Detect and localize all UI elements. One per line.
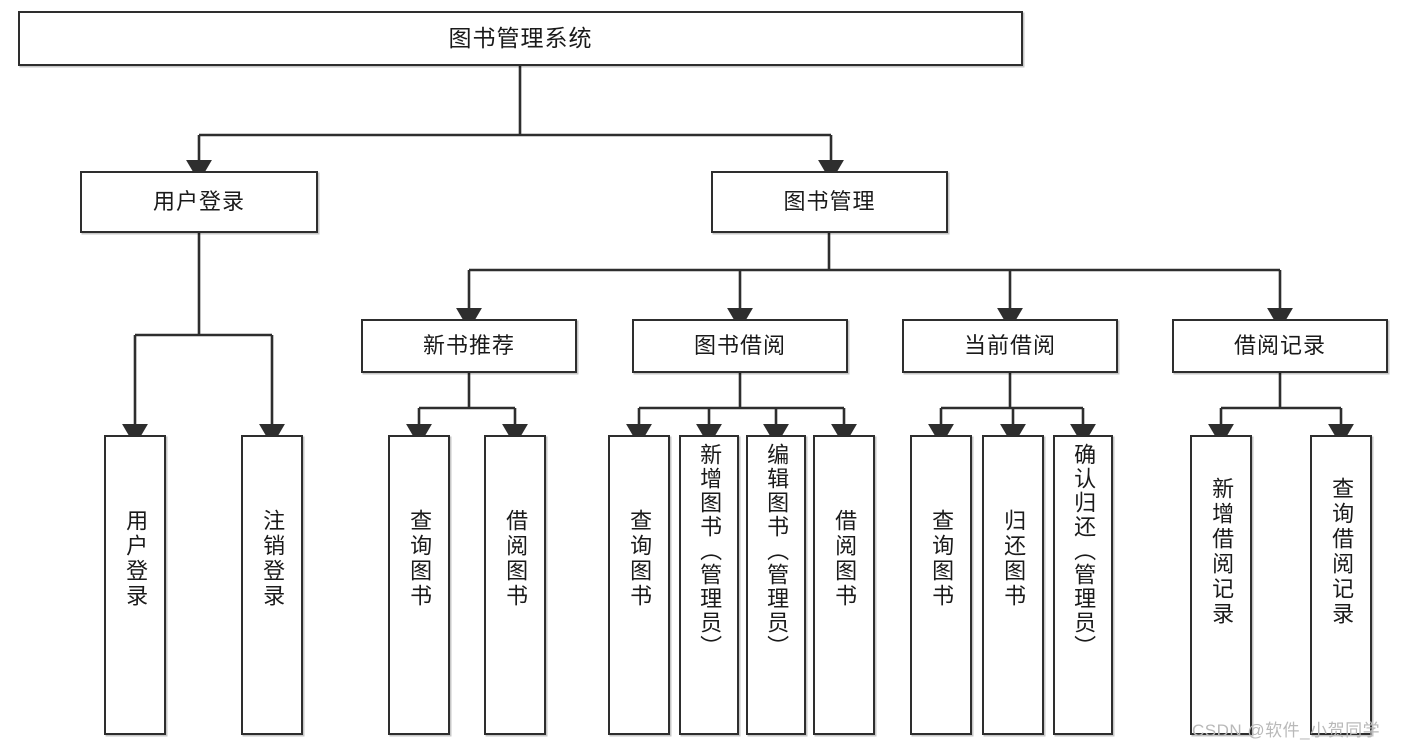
node-root[interactable]: 图书管理系统 <box>18 11 1023 66</box>
node-current-borrow[interactable]: 当前借阅 <box>902 319 1118 373</box>
leaf-borrow-book-1[interactable]: 借阅图书 <box>484 435 546 735</box>
node-book-manage[interactable]: 图书管理 <box>711 171 948 233</box>
node-book-manage-label: 图书管理 <box>783 188 876 214</box>
leaf-query-record-label: 查询借阅记录 <box>1329 477 1355 627</box>
leaf-add-record[interactable]: 新增借阅记录 <box>1190 435 1252 735</box>
node-user-login-label: 用户登录 <box>152 188 245 214</box>
leaf-confirm-return-label: 确认归还（管理员） <box>1071 443 1097 659</box>
leaf-user-login-label: 用户登录 <box>123 509 149 609</box>
node-borrow-record-label: 借阅记录 <box>1233 332 1326 358</box>
node-borrow-record[interactable]: 借阅记录 <box>1172 319 1388 373</box>
leaf-add-book[interactable]: 新增图书（管理员） <box>679 435 739 735</box>
node-current-borrow-label: 当前借阅 <box>963 332 1056 358</box>
node-user-login[interactable]: 用户登录 <box>80 171 318 233</box>
node-book-borrow-label: 图书借阅 <box>693 332 786 358</box>
node-new-book-rec-label: 新书推荐 <box>422 332 515 358</box>
node-new-book-rec[interactable]: 新书推荐 <box>361 319 577 373</box>
leaf-return-book-label: 归还图书 <box>1001 509 1027 609</box>
leaf-borrow-book-2[interactable]: 借阅图书 <box>813 435 875 735</box>
leaf-query-book-2-label: 查询图书 <box>627 509 653 609</box>
leaf-query-book-3[interactable]: 查询图书 <box>910 435 972 735</box>
node-root-label: 图书管理系统 <box>448 24 593 51</box>
leaf-query-book-1-label: 查询图书 <box>407 509 433 609</box>
leaf-query-book-1[interactable]: 查询图书 <box>388 435 450 735</box>
leaf-borrow-book-1-label: 借阅图书 <box>503 509 529 609</box>
leaf-borrow-book-2-label: 借阅图书 <box>832 509 858 609</box>
leaf-user-login[interactable]: 用户登录 <box>104 435 166 735</box>
node-book-borrow[interactable]: 图书借阅 <box>632 319 848 373</box>
leaf-user-logout-label: 注销登录 <box>260 509 286 609</box>
leaf-user-logout[interactable]: 注销登录 <box>241 435 303 735</box>
csdn-watermark: CSDN @软件_小贺同学 <box>1192 721 1381 740</box>
leaf-query-book-3-label: 查询图书 <box>929 509 955 609</box>
leaf-edit-book-label: 编辑图书（管理员） <box>764 443 790 659</box>
leaf-edit-book[interactable]: 编辑图书（管理员） <box>746 435 806 735</box>
leaf-query-record[interactable]: 查询借阅记录 <box>1310 435 1372 735</box>
leaf-add-record-label: 新增借阅记录 <box>1209 477 1235 627</box>
leaf-confirm-return[interactable]: 确认归还（管理员） <box>1053 435 1113 735</box>
leaf-return-book[interactable]: 归还图书 <box>982 435 1044 735</box>
leaf-query-book-2[interactable]: 查询图书 <box>608 435 670 735</box>
leaf-add-book-label: 新增图书（管理员） <box>697 443 723 659</box>
